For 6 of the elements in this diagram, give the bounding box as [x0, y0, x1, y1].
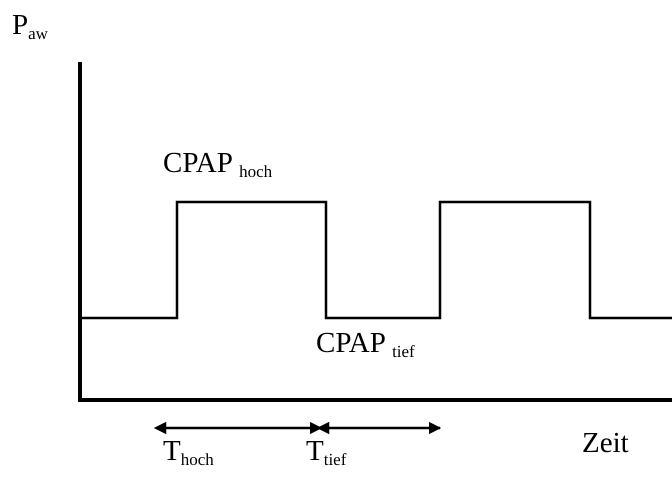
axis-label: Zeit [582, 428, 629, 460]
duration-label: T$_{hoch}$ [163, 436, 214, 470]
level-label: CPAP $_{tief}$ [316, 328, 415, 362]
duration-label: T$_{tief}$ [306, 436, 346, 470]
level-label: CPAP $_{hoch}$ [163, 148, 272, 182]
axis-label: P$_{aw}$ [12, 10, 48, 44]
